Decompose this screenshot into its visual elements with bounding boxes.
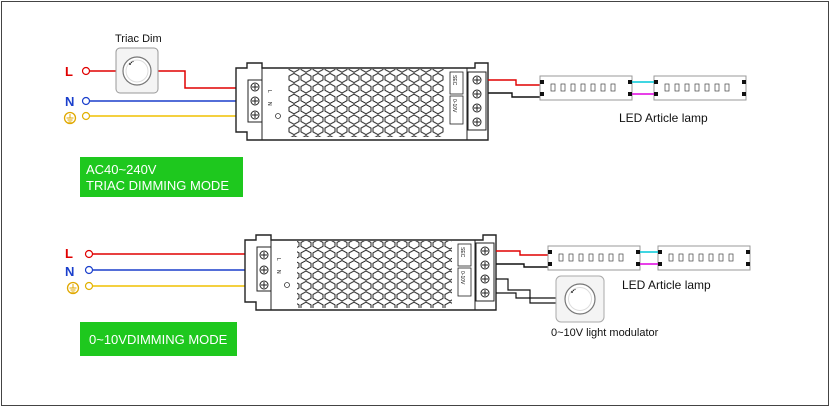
sec-label-2: SEC	[459, 247, 465, 258]
terminal-n-label: N	[266, 102, 272, 106]
ground-terminal-dot	[81, 111, 91, 121]
ground-mark-icon	[275, 113, 281, 119]
vent-grille	[288, 69, 444, 137]
terminal-l-label: L	[266, 90, 272, 93]
diagram-0-10v: L N L N	[65, 234, 751, 356]
mode-box-triac	[80, 157, 243, 197]
neutral-label-2: N	[65, 264, 74, 279]
ground-icon	[63, 111, 77, 125]
mode-triac-line1: AC40~240V	[86, 162, 157, 177]
ground-terminal-dot-2	[84, 281, 94, 291]
live-label: L	[65, 64, 73, 79]
diagram-triac: L N Triac Dim	[63, 33, 747, 197]
ground-mark-icon-2	[284, 282, 290, 288]
lamp-label-1: LED Article lamp	[619, 111, 708, 125]
live-wire-out	[158, 70, 250, 89]
modulator-label: 0~10V light modulator	[551, 327, 659, 339]
led-driver-1: L N SEC 0-10V	[235, 62, 489, 141]
output-wire-pos-2	[496, 250, 548, 256]
led-strip-1	[539, 75, 747, 101]
neutral-terminal-dot	[81, 96, 91, 106]
dim-wire-a	[496, 278, 556, 304]
terminal-n-label-2: N	[275, 270, 281, 274]
lamp-label-2: LED Article lamp	[622, 278, 711, 292]
dim-label-2: 0-10V	[459, 271, 465, 285]
mode-0-10v-line1: 0~10VDIMMING MODE	[89, 332, 228, 347]
led-driver-2: L N SEC 0-10V	[244, 234, 497, 311]
modulator-knob-icon	[564, 283, 596, 315]
mode-triac-line2: TRIAC DIMMING MODE	[86, 178, 229, 193]
triac-dim-label: Triac Dim	[115, 33, 162, 45]
output-wire-neg-2	[496, 263, 548, 268]
output-terminal-block-2	[475, 242, 495, 302]
output-wire-pos	[488, 79, 540, 86]
dimmer-knob-icon	[122, 56, 152, 86]
output-wire-neg	[488, 92, 540, 98]
neutral-label: N	[65, 94, 74, 109]
dim-wire-b	[496, 292, 556, 299]
light-modulator	[555, 275, 605, 323]
live-terminal-dot	[81, 66, 91, 76]
live-terminal-dot-2	[84, 249, 94, 259]
triac-dimmer	[115, 47, 159, 94]
led-strip-2	[547, 245, 751, 271]
output-terminal-block	[467, 71, 487, 131]
mode-box-0-10v	[80, 322, 237, 356]
vent-grille-2	[297, 241, 452, 308]
neutral-terminal-dot-2	[84, 265, 94, 275]
ground-icon-2	[66, 281, 80, 295]
input-terminal-block-2	[256, 246, 272, 292]
sec-label: SEC	[451, 75, 457, 86]
input-terminal-block	[247, 79, 263, 123]
terminal-l-label-2: L	[275, 258, 281, 261]
live-label-2: L	[65, 246, 73, 261]
dim-label: 0-10V	[451, 99, 457, 113]
